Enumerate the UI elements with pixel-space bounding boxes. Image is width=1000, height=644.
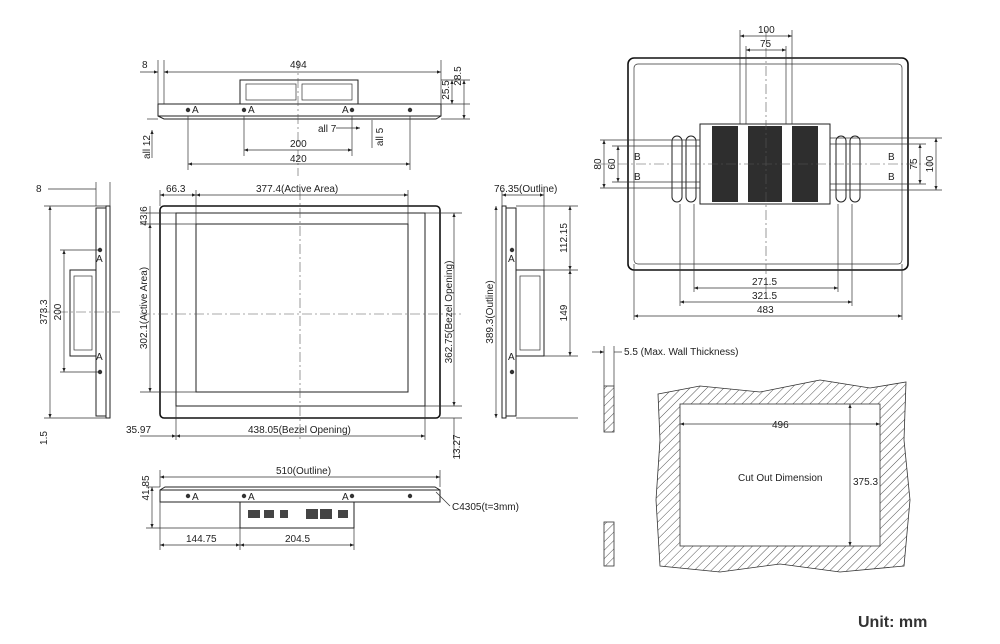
- rear-dim-75-top: 75: [760, 39, 772, 50]
- top-panel-chamfer: [157, 115, 442, 120]
- top-box-module: [239, 79, 359, 105]
- leader-line: [435, 491, 451, 507]
- bottom-dim-41-85: 41.85: [141, 475, 152, 500]
- right-panel-front: [501, 205, 507, 419]
- front-dim-13-27: 13.27: [452, 434, 463, 459]
- right-dim-112-15: 112.15: [559, 223, 570, 253]
- top-dim-8: 8: [142, 60, 148, 71]
- rear-dim-100-top: 100: [758, 25, 775, 36]
- top-dim-420: 420: [290, 154, 307, 165]
- bottom-panel-body: [159, 489, 441, 503]
- unit-label: Unit: mm: [858, 614, 928, 631]
- left-marker-a1: A: [96, 254, 103, 265]
- right-box-inner: [519, 275, 541, 351]
- front-dim-66-3: 66.3: [166, 184, 186, 195]
- wall-section-bottom: [603, 521, 615, 567]
- cutout-dim-496: 496: [772, 420, 789, 431]
- bottom-io-module: [239, 501, 355, 529]
- right-mount-holes: [509, 247, 515, 375]
- front-dim-362-75: 362.75(Bezel Opening): [444, 261, 455, 364]
- top-marker-a2: A: [248, 105, 255, 116]
- bottom-dim-c4305: C4305(t=3mm): [452, 502, 519, 513]
- top-dim-12: all 12: [142, 135, 153, 159]
- front-active-area: [195, 223, 409, 393]
- front-outline: [159, 205, 441, 419]
- top-panel-body: [157, 103, 442, 117]
- top-dim-5: all 5: [375, 127, 386, 146]
- rear-dim-271-5: 271.5: [752, 277, 777, 288]
- left-box-inner: [73, 275, 93, 351]
- bottom-marker-a1: A: [192, 492, 199, 503]
- bottom-mount-holes: [185, 493, 413, 499]
- top-dim-7: all 7: [318, 124, 337, 135]
- right-side-view: A A 76.35(Outline) 112.15 149 389.3(Outl…: [485, 184, 578, 419]
- front-dim-438-05: 438.05(Bezel Opening): [248, 425, 351, 436]
- bottom-dim-204-5: 204.5: [285, 534, 310, 545]
- left-side-view: A A 373.3 200 8 1.5: [36, 182, 120, 445]
- front-dim-35-97: 35.97: [126, 425, 151, 436]
- bottom-marker-a2: A: [248, 492, 255, 503]
- left-dim-8: 8: [36, 184, 42, 195]
- bottom-panel-chamfer: [159, 486, 441, 491]
- front-dim-377-4: 377.4(Active Area): [256, 184, 338, 195]
- cutout-wall-thickness: 5.5 (Max. Wall Thickness): [624, 347, 738, 358]
- top-dim-25-5: 25.5: [441, 80, 452, 100]
- rear-marker-b3: B: [888, 152, 895, 163]
- top-mount-holes: [185, 107, 413, 113]
- rear-dim-75-right: 75: [909, 158, 920, 170]
- top-dim-494: 494: [290, 60, 307, 71]
- rear-marker-b2: B: [634, 172, 641, 183]
- front-dim-302-1: 302.1(Active Area): [139, 267, 150, 349]
- right-panel-body: [505, 207, 517, 417]
- top-view: A A A 8 494 25.5 28.5 all 12 all 7 all 5: [140, 60, 470, 176]
- left-box-module: [69, 269, 97, 357]
- left-marker-a2: A: [96, 352, 103, 363]
- front-view: 66.3 377.4(Active Area) 43.6 302.1(Activ…: [126, 184, 463, 460]
- front-bezel-opening: [175, 212, 426, 407]
- bottom-dim-144-75: 144.75: [186, 534, 217, 545]
- left-dim-200: 200: [53, 303, 64, 320]
- rear-view: B B B B 100 75 80 60 75 100: [593, 25, 942, 320]
- right-marker-a1: A: [508, 254, 515, 265]
- cutout-opening: [679, 403, 881, 547]
- cutout-view: 5.5 (Max. Wall Thickness) 496 375.3 Cut …: [592, 346, 911, 573]
- bottom-dim-510: 510(Outline): [276, 466, 331, 477]
- top-marker-a1: A: [192, 105, 199, 116]
- rear-dim-60: 60: [607, 158, 618, 170]
- rear-dim-80: 80: [593, 158, 604, 170]
- right-marker-a2: A: [508, 352, 515, 363]
- wall-section-top: [603, 385, 615, 433]
- top-marker-a3: A: [342, 105, 349, 116]
- right-dim-76-35: 76.35(Outline): [494, 184, 557, 195]
- right-dim-389-3: 389.3(Outline): [485, 280, 496, 343]
- right-box-module: [515, 269, 545, 357]
- front-dim-43-6: 43.6: [139, 206, 150, 226]
- left-dim-373-3: 373.3: [39, 299, 50, 324]
- bottom-view: A A A 510(Outline) 41.85 C4305(t=3mm) 14…: [141, 466, 519, 550]
- cutout-dim-375-3: 375.3: [853, 477, 878, 488]
- bottom-io-ports: [248, 509, 348, 519]
- top-box-inner-left: [245, 83, 297, 101]
- top-dim-28-5: 28.5: [453, 66, 464, 86]
- bottom-marker-a3: A: [342, 492, 349, 503]
- rear-dim-100-right: 100: [925, 155, 936, 172]
- cutout-title: Cut Out Dimension: [738, 473, 822, 484]
- top-dim-200: 200: [290, 139, 307, 150]
- rear-brackets: [671, 135, 861, 203]
- rear-marker-b4: B: [888, 172, 895, 183]
- rear-dim-483: 483: [757, 305, 774, 316]
- rear-dim-321-5: 321.5: [752, 291, 777, 302]
- top-box-inner-right: [301, 83, 353, 101]
- left-dim-1-5: 1.5: [39, 431, 50, 445]
- right-dim-149: 149: [559, 304, 570, 321]
- rear-marker-b1: B: [634, 152, 641, 163]
